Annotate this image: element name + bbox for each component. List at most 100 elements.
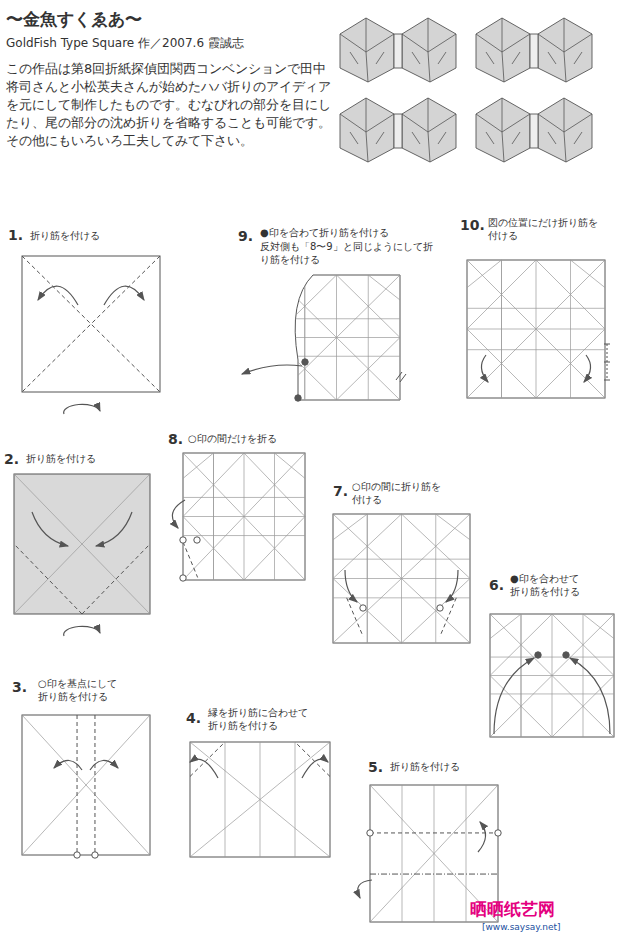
open-circle: [74, 852, 80, 858]
crease-line: [428, 18, 429, 52]
crease-line: [536, 329, 605, 398]
finished-model: [476, 98, 592, 162]
fold-arrow: [104, 286, 144, 305]
step-instruction: 折り筋を付ける: [30, 229, 100, 242]
fold-arrow: [96, 512, 132, 546]
finished-model: [476, 18, 592, 82]
step-instruction: 縁を折り筋に合わせて折り筋を付ける: [208, 706, 313, 732]
crease-line: [564, 98, 565, 132]
step-instruction: ○印の間に折り筋を付ける: [352, 480, 447, 506]
crease-line: [486, 132, 494, 144]
crease-line: [396, 372, 402, 380]
fold-arrow: [446, 570, 458, 602]
crease-line: [548, 132, 556, 144]
title: 〜金魚すくゑあ〜: [6, 8, 142, 30]
crease-line: [333, 514, 470, 643]
fold-arrow: [584, 355, 591, 382]
filled-dot: [535, 652, 541, 658]
crease-line: [14, 474, 150, 614]
crease-line: [412, 52, 420, 64]
crease-line: [183, 516, 305, 517]
step-diagram: [467, 260, 605, 398]
crease-line: [94, 715, 95, 855]
filled-dot: [563, 652, 569, 658]
crease-line: [564, 18, 565, 52]
crease-line: [366, 132, 368, 162]
fold-arrow: [172, 500, 185, 528]
paper-square: [490, 614, 614, 737]
step-diagram: [490, 614, 614, 737]
crease-line: [428, 52, 430, 82]
finished-model: [340, 18, 456, 82]
open-circle: [180, 537, 186, 543]
fold-arrow: [302, 759, 328, 778]
crease-line: [22, 256, 160, 392]
paper-square: [333, 514, 470, 643]
crease-line: [368, 275, 400, 300]
crease-line: [213, 453, 214, 580]
crease-line: [490, 675, 614, 676]
crease-line: [350, 132, 358, 144]
crease-line: [476, 34, 502, 52]
crease-line: [22, 256, 160, 392]
crease-line: [366, 98, 367, 132]
step-number: 1.: [8, 226, 23, 244]
crease-line: [183, 453, 305, 580]
fold-arrow: [54, 760, 82, 770]
crease-line: [490, 614, 521, 639]
crease-line: [273, 337, 400, 338]
crease-line: [183, 535, 305, 536]
fold-arrow: [481, 355, 488, 382]
watermark: [www.saysay.net]: [482, 922, 561, 934]
fold-arrow: [345, 570, 357, 602]
crease-line: [367, 514, 368, 643]
crease-line: [521, 614, 522, 737]
paper-square: [190, 742, 330, 857]
crease-line: [548, 52, 556, 64]
crease-line: [14, 544, 82, 614]
crease-line: [340, 114, 366, 132]
step-diagram: [273, 275, 400, 400]
crease-line: [412, 132, 420, 144]
crease-line: [502, 132, 504, 162]
crease-line: [538, 114, 564, 132]
crease-line: [350, 52, 358, 64]
crease-line: [366, 52, 368, 82]
step-number: 9.: [238, 227, 253, 245]
open-circle: [92, 852, 98, 858]
crease-line: [260, 742, 261, 857]
crease-line: [183, 497, 305, 498]
crease-line: [402, 785, 403, 922]
crease-line: [370, 874, 498, 875]
step-number: 2.: [4, 450, 19, 468]
step-number: 5.: [368, 758, 383, 776]
crease-line: [486, 52, 494, 64]
crease-line: [402, 34, 428, 52]
fold-arrow: [90, 760, 118, 770]
crease-line: [574, 132, 582, 144]
fold-arrow: [190, 759, 218, 778]
crease-line: [22, 715, 150, 855]
crease-line: [304, 275, 305, 400]
crease-line: [225, 742, 226, 857]
step-diagram: [14, 474, 150, 614]
crease-line: [275, 453, 306, 478]
fold-arrow: [64, 404, 100, 414]
crease-line: [347, 598, 363, 637]
step-instruction: ○印を基点にして折り筋を付ける: [38, 677, 123, 703]
filled-dot: [295, 395, 301, 401]
crease-line: [22, 715, 150, 855]
crease-line: [183, 453, 214, 478]
paper-square: [22, 715, 150, 855]
crease-line: [490, 614, 614, 737]
crease-line: [502, 18, 503, 52]
paper-square: [22, 256, 160, 392]
crease-line: [273, 356, 400, 357]
finished-model: [340, 98, 456, 162]
step-diagram: [333, 514, 470, 643]
crease-line: [304, 275, 305, 400]
crease-line: [502, 98, 503, 132]
crease-line: [538, 34, 564, 52]
crease-line: [340, 34, 366, 52]
